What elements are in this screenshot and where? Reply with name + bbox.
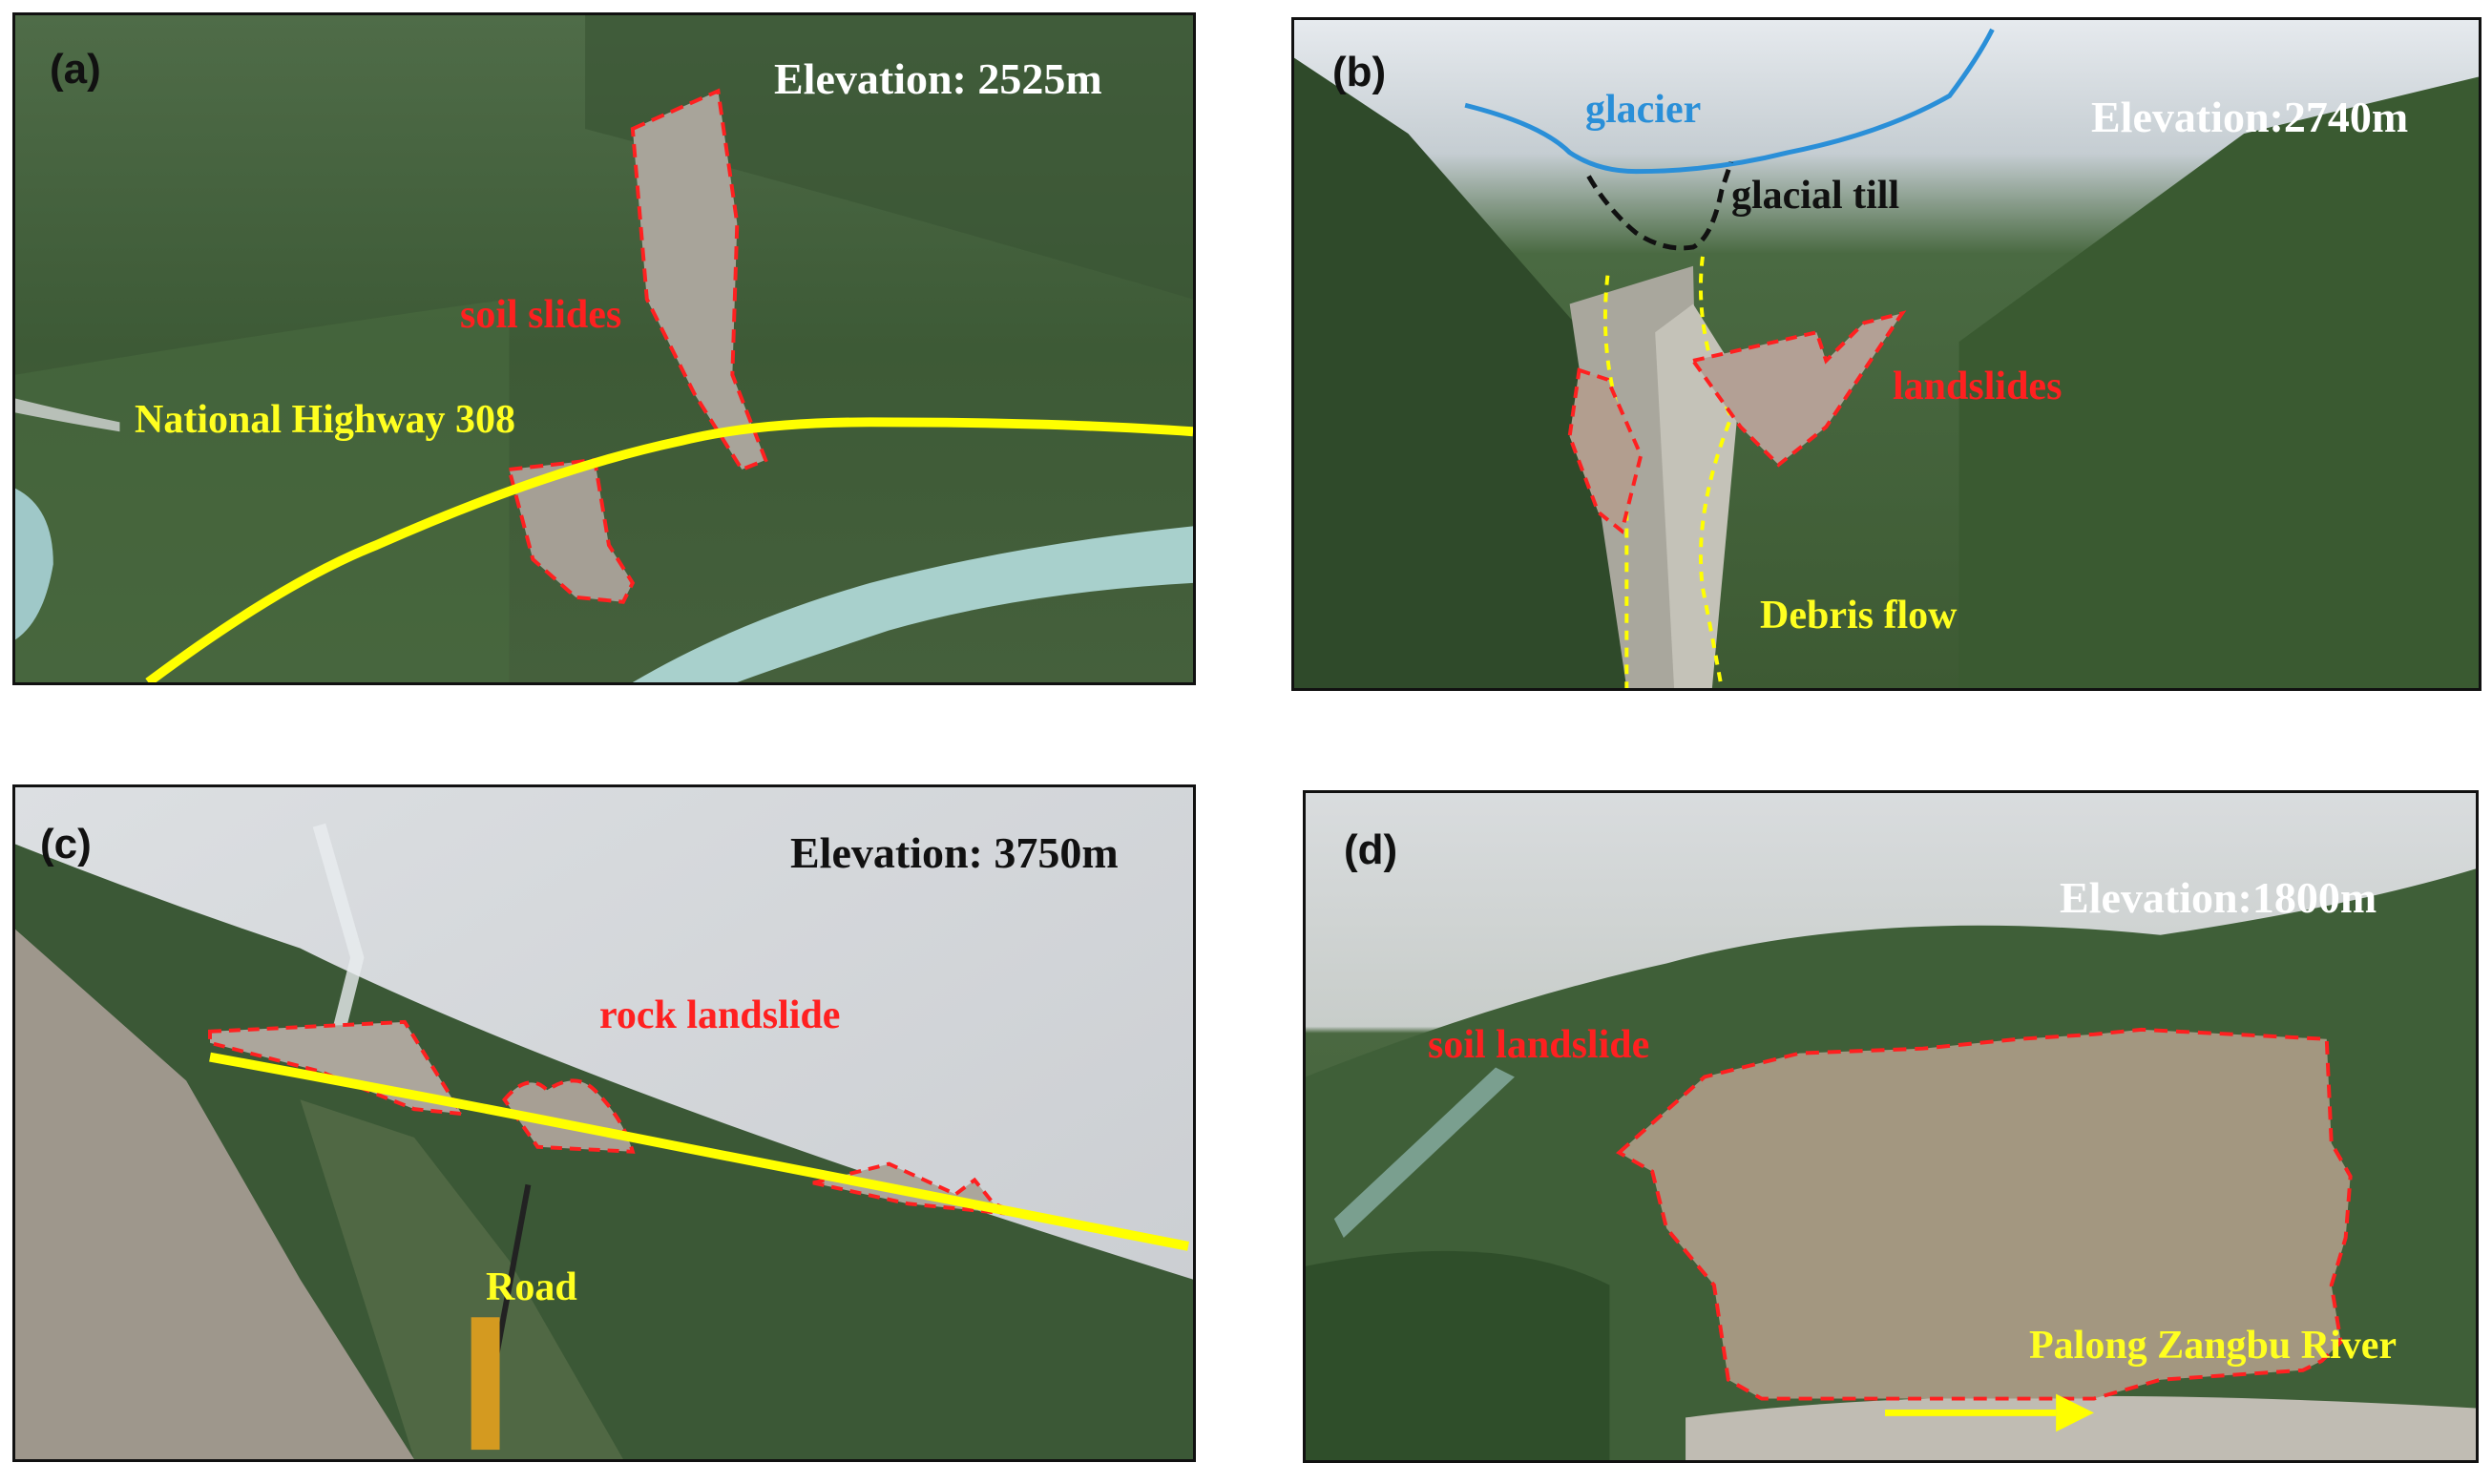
road-label: Road xyxy=(486,1265,577,1309)
glacier-label: glacier xyxy=(1585,88,1702,132)
debris-flow-left xyxy=(1602,275,1629,688)
panel-a-label: (a) xyxy=(50,46,101,93)
debris-flow-right xyxy=(1698,256,1733,688)
soil-landslide-label: soil landslide xyxy=(1428,1023,1650,1067)
soil-landslide-outline xyxy=(1615,1027,2353,1401)
panel-d-photo xyxy=(1306,793,2476,1460)
panel-c-elevation: Elevation: 3750m xyxy=(790,828,1119,877)
debris-flow-label: Debris flow xyxy=(1760,594,1958,637)
panel-c-photo xyxy=(15,787,1193,1459)
panel-b-elevation: Elevation:2740m xyxy=(2091,93,2409,141)
glacier-line xyxy=(1464,28,1995,175)
panel-c-label: (c) xyxy=(40,821,92,867)
panel-d-label: (d) xyxy=(1344,826,1398,873)
soil-slide-lower xyxy=(506,457,636,604)
panel-b-photo xyxy=(1294,20,2479,688)
landslides-label: landslides xyxy=(1893,365,2063,408)
panel-b-label: (b) xyxy=(1332,49,1387,95)
soil-slide-upper xyxy=(630,88,768,472)
river-direction-arrowhead xyxy=(2056,1393,2094,1432)
landslide-left xyxy=(1567,367,1644,534)
palong-zangbu-river-label: Palong Zangbu River xyxy=(2029,1324,2398,1368)
road-line xyxy=(209,1052,1189,1251)
national-highway-label: National Highway 308 xyxy=(135,398,516,442)
panel-c: (c) Elevation: 3750m rock landslide Road xyxy=(12,784,1196,1462)
glacial-till-line xyxy=(1586,160,1734,251)
panel-b: (b) Elevation:2740m glacier glacial till… xyxy=(1291,17,2482,691)
panel-a-elevation: Elevation: 2525m xyxy=(774,54,1102,103)
panel-d-elevation: Elevation:1800m xyxy=(2060,873,2377,922)
rock-landslide-label: rock landslide xyxy=(599,993,841,1037)
highway-line xyxy=(145,417,1193,682)
panel-d: (d) Elevation:1800m soil landslide Palon… xyxy=(1303,790,2479,1463)
landslide-right xyxy=(1689,310,1907,468)
panel-a-photo xyxy=(15,15,1193,682)
panel-a: (a) Elevation: 2525m soil slides Nationa… xyxy=(12,12,1196,685)
soil-slides-label: soil slides xyxy=(460,293,622,337)
glacial-till-label: glacial till xyxy=(1731,174,1900,218)
